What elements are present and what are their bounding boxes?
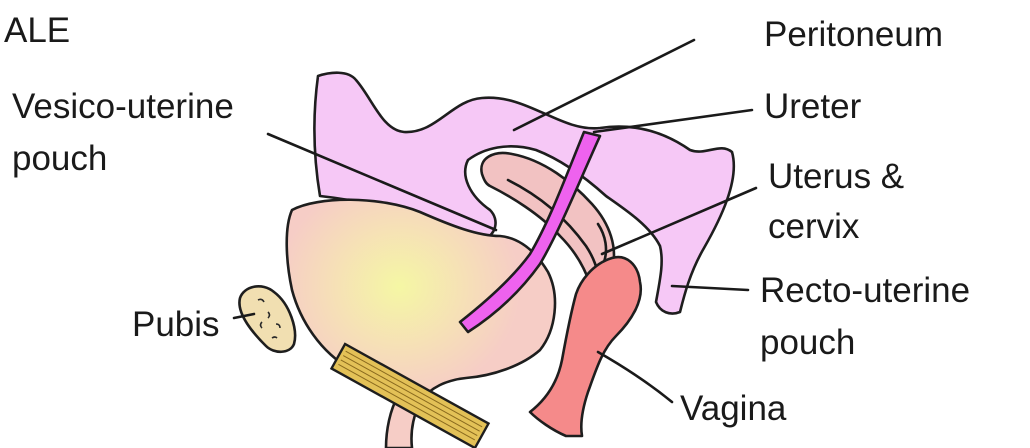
- label-recto-uterine-pouch-line2: pouch: [760, 323, 855, 362]
- label-vesico-uterine-pouch-line1: Vesico-uterine: [12, 87, 234, 126]
- label-ureter: Ureter: [764, 87, 862, 126]
- pubis-shape: [239, 286, 295, 351]
- title-fragment: ALE: [4, 11, 70, 50]
- vagina-leader: [598, 352, 672, 402]
- peritoneum-leader: [514, 40, 694, 130]
- label-uterus-line1: Uterus &: [768, 157, 904, 196]
- label-peritoneum: Peritoneum: [764, 15, 943, 54]
- label-recto-uterine-pouch-line1: Recto-uterine: [760, 271, 970, 310]
- label-pubis: Pubis: [132, 305, 220, 344]
- ureter-leader: [594, 110, 752, 132]
- label-uterus-line2: cervix: [768, 207, 860, 246]
- label-vagina: Vagina: [680, 389, 787, 428]
- label-vesico-uterine-pouch-line2: pouch: [12, 139, 107, 178]
